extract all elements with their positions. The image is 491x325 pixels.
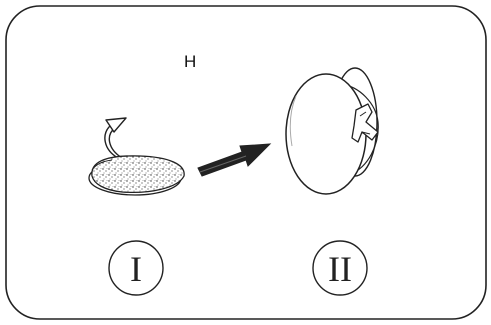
transfer-arrow-icon <box>197 143 272 177</box>
step-2-circle <box>312 240 368 296</box>
flat-disc-icon <box>88 155 185 196</box>
step-1-circle <box>108 240 164 296</box>
step-1-numeral: I <box>130 249 142 289</box>
x-bracket-icon <box>351 103 379 143</box>
diagram-border <box>5 5 487 320</box>
diagram-top-label: H <box>184 52 197 71</box>
step-2-numeral: II <box>328 249 352 289</box>
curl-arrow-icon <box>104 117 127 159</box>
